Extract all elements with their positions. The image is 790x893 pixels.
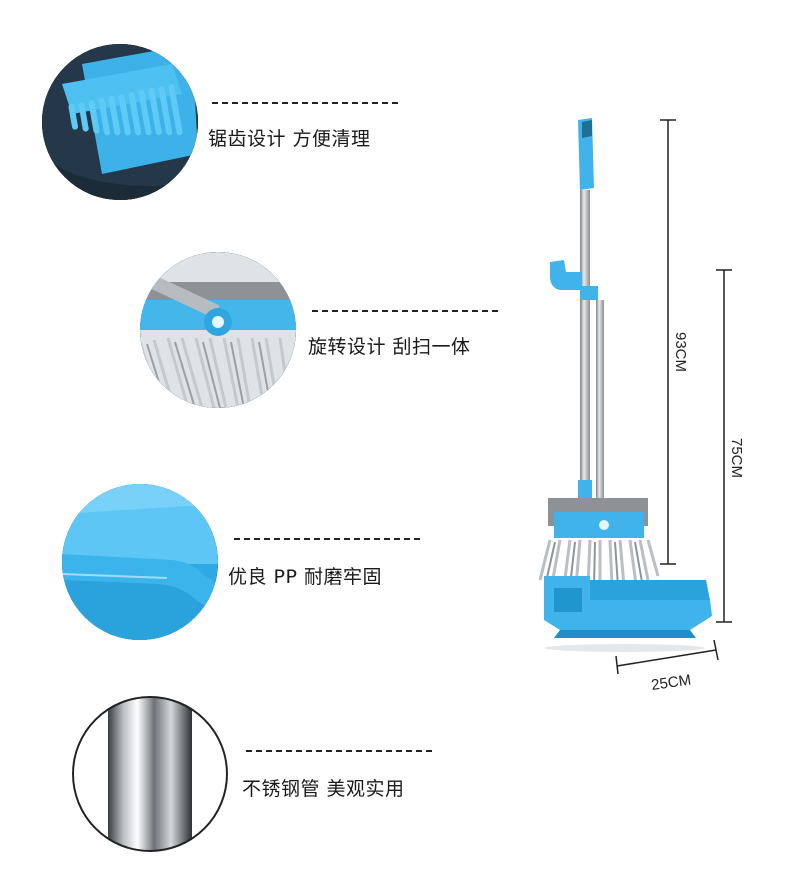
steel-tube-icon [72,696,228,852]
product-illustration: 93CM 75CM 25CM [520,100,780,800]
broom-handle [550,118,598,498]
feature-serrated-teeth: 锯齿设计 方便清理 [0,40,480,210]
dashed-divider [246,750,432,752]
dustpan-handle [596,300,604,500]
comb-teeth-icon [42,44,198,200]
dashed-divider [312,310,498,312]
feature-steel-tube: 不锈钢管 美观实用 [0,692,480,862]
feature-caption: 优良 PP 耐磨牢固 [228,566,382,588]
dimension-75cm-label: 75CM [728,438,745,478]
dimension-93cm-label: 93CM [672,332,689,372]
dashed-divider [212,102,398,104]
dimension-broom-height [660,119,676,565]
broom-head [538,498,660,587]
feature-pp-material: 优良 PP 耐磨牢固 [0,480,480,650]
dimension-25cm-label: 25CM [650,672,692,694]
feature-caption: 不锈钢管 美观实用 [242,778,405,800]
dimension-dustpan-height [716,269,732,623]
feature-rotating-design: 旋转设计 刮扫一体 [0,248,498,418]
rotating-broom-head-icon [140,252,296,408]
dashed-divider [234,538,420,540]
pp-dustpan-edge-icon [62,484,218,640]
feature-caption: 锯齿设计 方便清理 [208,128,371,150]
feature-caption: 旋转设计 刮扫一体 [308,336,471,358]
dustpan [544,576,712,652]
dimension-width [615,639,719,675]
